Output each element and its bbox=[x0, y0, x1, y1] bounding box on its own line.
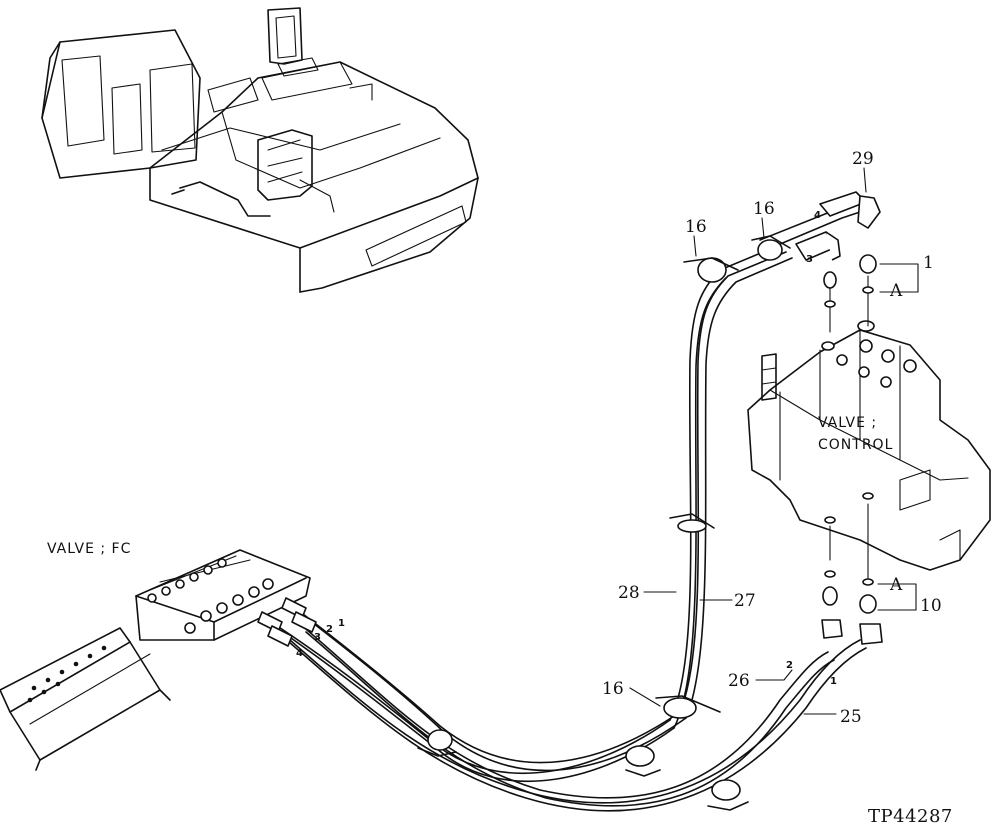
hose-number-label: 3 bbox=[806, 254, 813, 265]
hose-number-label: 2 bbox=[786, 660, 793, 671]
part-1-label: 1 bbox=[923, 253, 934, 273]
leader-lines bbox=[629, 167, 919, 715]
part-16-label: 16 bbox=[685, 217, 707, 237]
hose-number-label: 4 bbox=[296, 648, 303, 659]
hose-bundle bbox=[257, 191, 881, 812]
control-valve bbox=[747, 320, 991, 571]
excavator-illustration bbox=[41, 7, 479, 293]
hose-number-label: 2 bbox=[326, 624, 333, 635]
part-16-label: 16 bbox=[753, 199, 775, 219]
fittings bbox=[821, 254, 883, 645]
part-29-label: 29 bbox=[852, 149, 874, 169]
fc-valve-assembly bbox=[0, 549, 311, 771]
part-26-label: 26 bbox=[728, 671, 750, 691]
labels: VALVE ; FC VALVE ; CONTROL 29 16 16 1 A … bbox=[47, 149, 953, 827]
part-10-label: 10 bbox=[920, 596, 942, 616]
part-28-label: 28 bbox=[618, 583, 640, 603]
hose-number-label: 1 bbox=[338, 618, 345, 629]
hose-number-label: 1 bbox=[830, 676, 837, 687]
part-25-label: 25 bbox=[840, 707, 862, 727]
part-27-label: 27 bbox=[734, 591, 756, 611]
figure-code: TP44287 bbox=[868, 806, 953, 827]
valve-control-label-line1: VALVE ; bbox=[818, 415, 877, 431]
part-A-label: A bbox=[889, 575, 903, 595]
valve-fc-label: VALVE ; FC bbox=[47, 541, 131, 557]
part-A-label: A bbox=[889, 281, 903, 301]
hose-number-label: 4 bbox=[814, 210, 821, 221]
valve-control-label-line2: CONTROL bbox=[818, 437, 893, 453]
part-16-label: 16 bbox=[602, 679, 624, 699]
clamps bbox=[417, 235, 791, 811]
hose-number-label: 3 bbox=[314, 632, 321, 643]
